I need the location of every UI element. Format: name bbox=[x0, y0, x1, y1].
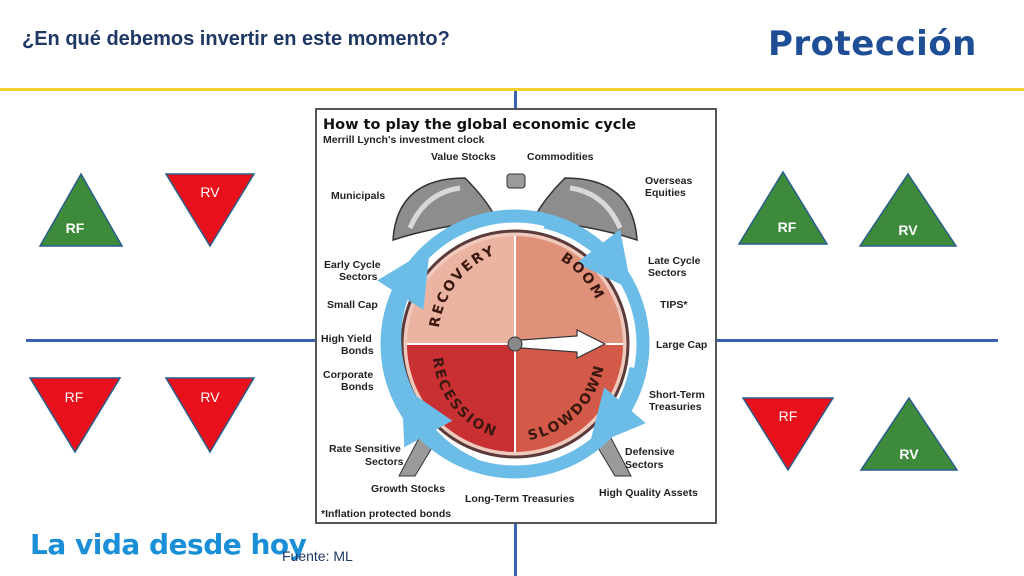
label-short-term-2: Treasuries bbox=[649, 401, 702, 413]
label-high-yield: High Yield bbox=[321, 333, 372, 345]
brand-logo: Protección bbox=[768, 24, 977, 64]
label-short-term: Short-Term bbox=[649, 389, 705, 401]
rv-up-triangle bbox=[859, 396, 959, 471]
rv-label: RV bbox=[200, 184, 220, 200]
rv-down-triangle bbox=[164, 173, 256, 248]
rf-label: RF bbox=[778, 408, 798, 424]
horizontal-axis-right bbox=[716, 339, 998, 342]
quadrant-recession bbox=[407, 344, 515, 452]
cycle-arrow-icon bbox=[401, 385, 478, 470]
rf-down-triangle bbox=[28, 377, 122, 454]
quadrant-slowdown bbox=[515, 344, 623, 452]
bell-icon bbox=[531, 177, 638, 242]
label-early-cycle-2: Sectors bbox=[339, 271, 378, 283]
clock-hand-icon bbox=[507, 329, 607, 359]
label-high-quality: High Quality Assets bbox=[599, 487, 698, 499]
source-note: Fuente: ML bbox=[282, 548, 353, 564]
bell-icon bbox=[392, 177, 499, 242]
header-divider bbox=[0, 88, 1024, 91]
rf-down-triangle bbox=[741, 397, 835, 472]
rf-label: RF bbox=[777, 219, 797, 235]
cycle-arrow-icon bbox=[589, 366, 646, 447]
slide-title: ¿En qué debemos invertir en este momento… bbox=[22, 28, 450, 50]
rv-label: RV bbox=[899, 446, 919, 462]
label-rate-sensitive: Rate Sensitive bbox=[329, 443, 401, 455]
tagline: La vida desde hoy bbox=[30, 528, 307, 561]
label-corporate-bonds: Corporate bbox=[323, 369, 373, 381]
label-long-term: Long-Term Treasuries bbox=[465, 493, 575, 505]
label-defensive-2: Sectors bbox=[625, 459, 664, 471]
rf-label: RF bbox=[64, 389, 84, 405]
rv-down-triangle bbox=[164, 377, 256, 454]
rf-up-triangle bbox=[737, 170, 829, 245]
label-tips: TIPS* bbox=[660, 299, 688, 311]
label-overseas-equities-2: Equities bbox=[645, 187, 686, 199]
quadrant-recovery bbox=[407, 236, 515, 344]
label-municipals: Municipals bbox=[331, 190, 385, 202]
label-late-cycle: Late Cycle bbox=[648, 255, 701, 267]
label-early-cycle: Early Cycle bbox=[324, 259, 381, 271]
quadrant-boom bbox=[515, 236, 623, 344]
cycle-arrow-icon bbox=[543, 217, 632, 290]
figure-subtitle: Merrill Lynch's investment clock bbox=[323, 134, 485, 146]
clock-knob bbox=[506, 173, 526, 189]
label-corporate-bonds-2: Bonds bbox=[341, 381, 374, 393]
investment-clock-figure: How to play the global economic cycle Me… bbox=[315, 108, 717, 524]
label-defensive: Defensive bbox=[625, 446, 675, 458]
horizontal-axis-left bbox=[26, 339, 316, 342]
label-high-yield-2: Bonds bbox=[341, 345, 374, 357]
rv-up-triangle bbox=[858, 172, 958, 247]
label-commodities: Commodities bbox=[527, 151, 594, 163]
label-rate-sensitive-2: Sectors bbox=[365, 456, 404, 468]
label-small-cap: Small Cap bbox=[327, 299, 378, 311]
figure-title: How to play the global economic cycle bbox=[323, 117, 636, 133]
figure-footnote: *Inflation protected bonds bbox=[321, 508, 451, 520]
rv-label: RV bbox=[200, 389, 220, 405]
label-late-cycle-2: Sectors bbox=[648, 267, 687, 279]
label-overseas-equities: Overseas bbox=[645, 175, 692, 187]
rf-label: RF bbox=[65, 220, 85, 236]
rf-up-triangle bbox=[38, 172, 124, 247]
rv-label: RV bbox=[898, 222, 918, 238]
cycle-ring bbox=[380, 209, 650, 479]
label-value-stocks: Value Stocks bbox=[431, 151, 496, 163]
label-large-cap: Large Cap bbox=[656, 339, 707, 351]
label-growth-stocks: Growth Stocks bbox=[371, 483, 445, 495]
